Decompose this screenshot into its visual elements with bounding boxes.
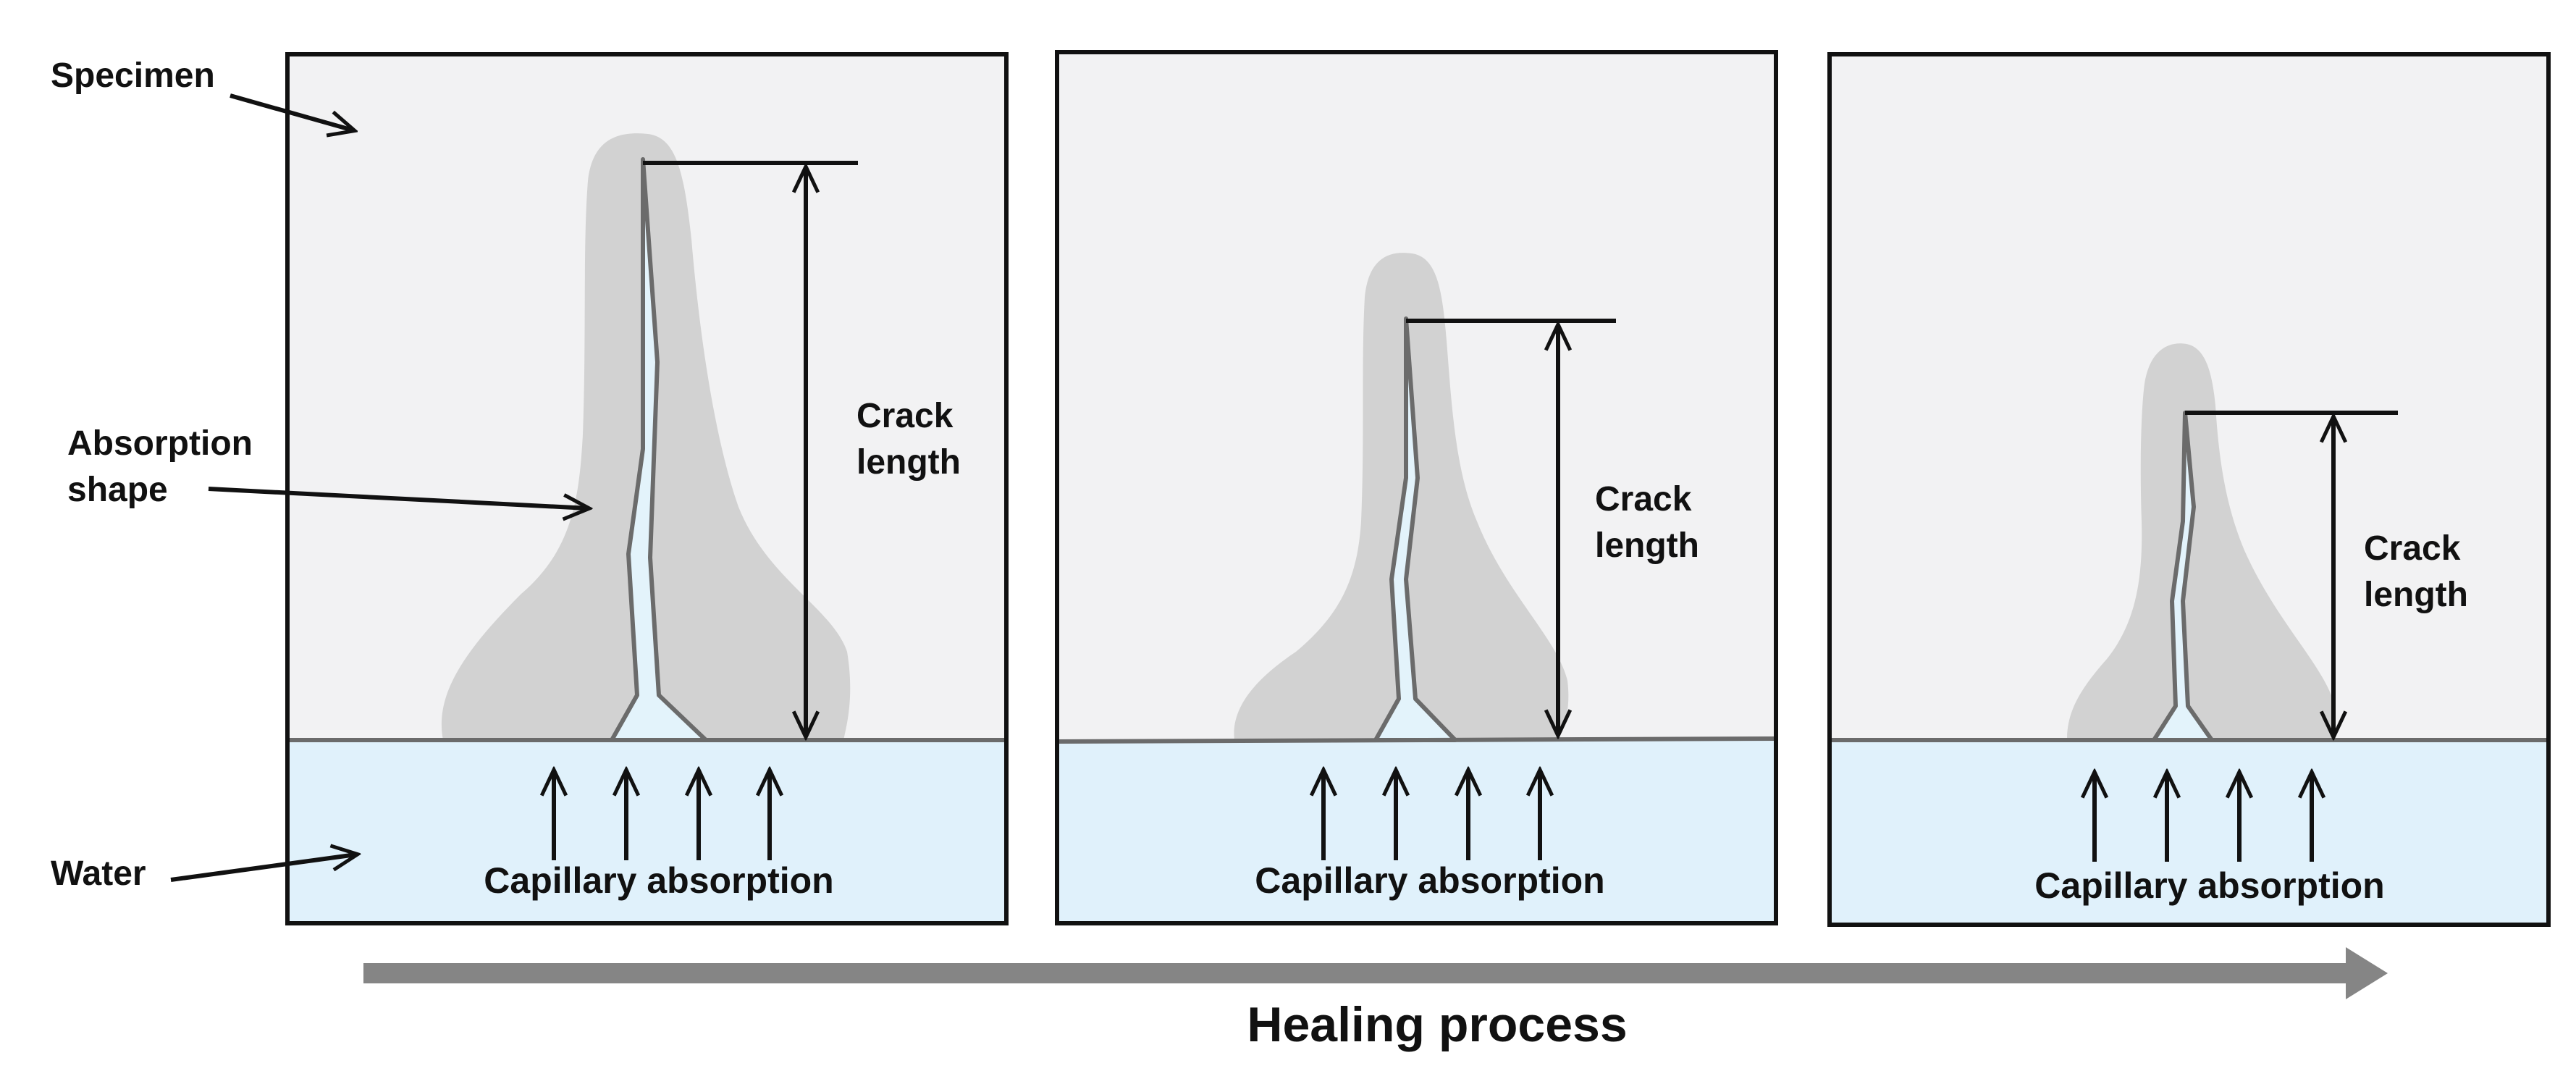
water-surface [1056,736,1777,744]
crack-length-label-line2: length [1595,526,1699,565]
healing-arrow-shaft [363,963,2347,983]
crack-length-label-line1: Crack [2364,529,2461,568]
specimen-label: Specimen [51,56,215,95]
panel-1: Crack length Capillary absorption [285,52,1009,925]
absorption-shape-label-line2: shape [67,471,168,509]
specimen-pointer-arrow [230,93,353,130]
absorption-shape [2067,343,2336,740]
capillary-absorption-label: Capillary absorption [484,860,833,901]
panel-3: Crack length Capillary absorption [1827,52,2551,927]
healing-process-arrow [363,947,2388,999]
capillary-absorption-label: Capillary absorption [1255,860,1604,901]
panel-frame [1055,50,1778,925]
panel-frame [1827,52,2551,927]
water-label: Water [51,854,146,893]
crack-length-label-line2: length [856,443,961,482]
water-area [287,740,1006,923]
crack-length-label-line2: length [2364,576,2468,614]
panel-2: Crack length Capillary absorption [1055,50,1778,925]
capillary-arrows [2095,773,2312,862]
crack [2152,411,2214,742]
water-pointer-arrow [170,854,356,882]
crack [1373,316,1457,742]
absorption-shape-pointer-arrow [208,487,588,508]
crack-length-label-line1: Crack [856,397,954,435]
capillary-arrows [1323,771,1540,860]
healing-process-label: Healing process [1247,997,1627,1052]
capillary-absorption-label: Capillary absorption [2034,865,2384,906]
water-area [1057,740,1776,923]
capillary-arrows [554,771,770,860]
crack-length-label-line1: Crack [1595,480,1692,518]
crack [610,157,708,742]
water-area [1830,740,2548,925]
panel-frame [285,52,1009,925]
healing-arrow-head [2346,947,2388,999]
absorption-shape-label-line1: Absorption [67,424,253,463]
